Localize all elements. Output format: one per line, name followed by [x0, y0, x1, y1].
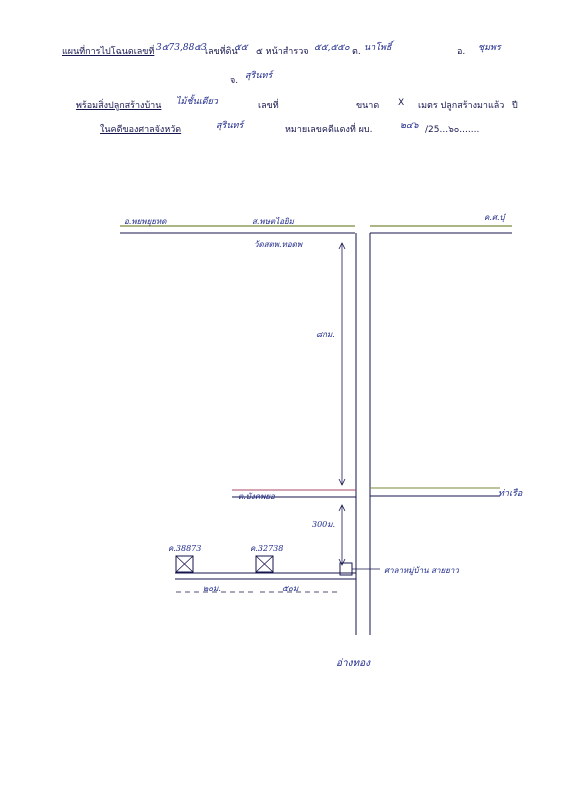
- case-number: ๒๔๖: [400, 121, 419, 131]
- road-bottom-label: อ่างทอง: [336, 658, 370, 669]
- land-number: ๕๕: [234, 43, 248, 53]
- district: ชุมพร: [478, 43, 501, 53]
- road-top-mid-label: ส.พษตไอยิม: [252, 217, 294, 226]
- landmark-label: ศาลาหมู่บ้าน สายยาว: [384, 566, 459, 575]
- court-province: สุรินทร์: [216, 121, 244, 131]
- road-lower-left-label: ต.บังคพยอ: [238, 492, 275, 501]
- district-label: อ.: [457, 47, 466, 57]
- house-prefix: พร้อมสิ่งปลูกสร้างบ้าน: [76, 101, 162, 111]
- dimension-b-label: ๕๐ม: [282, 584, 299, 593]
- land-label: เลขที่ดิน: [205, 47, 238, 57]
- meter-label: เมตร ปลูกสร้างมาแล้ว: [418, 101, 505, 111]
- year-label: ปี: [512, 101, 518, 111]
- subdistrict-label: ต.: [352, 47, 361, 57]
- size-x: X: [398, 98, 405, 108]
- plot-b-box: [255, 555, 274, 573]
- case-label: หมายเลขคดีแดงที่ ผบ.: [285, 125, 373, 135]
- deed-number: 3๕73,88๕3: [156, 43, 207, 53]
- plot-a-box: [175, 555, 194, 573]
- survey-number: ๕๕,๕๕๐: [314, 43, 350, 53]
- house-no-label: เลขที่: [258, 101, 279, 111]
- plot-a-label: ค.38873: [168, 544, 202, 553]
- province-label: จ.: [230, 76, 239, 86]
- case-year: /25...๖๐.......: [425, 125, 480, 135]
- plot-b-label: ค.32738: [250, 544, 284, 553]
- distance-short-label: 300ม.: [312, 520, 336, 529]
- distance-vertical-label: ๘กม.: [316, 330, 335, 339]
- page-label: ๕ หน้าสำรวจ: [256, 47, 309, 57]
- place-upper-label: ว้ดสตพ.ทอดพ: [254, 240, 303, 249]
- dimension-a-label: ๒๐ม.: [203, 584, 221, 593]
- court-prefix: ในคดีของศาลจังหวัด: [100, 125, 182, 135]
- header-prefix: แผนที่การไปโฉนดเลขที่: [62, 47, 155, 57]
- size-label: ขนาด: [356, 101, 380, 111]
- road-top-left-label: อ.พยพยุยหด: [124, 217, 167, 226]
- house-type: ไม้ชั้นเดียว: [176, 97, 218, 107]
- road-lower-right-label: ท่าเรือ: [498, 489, 523, 499]
- subdistrict: นาโพธิ์: [364, 43, 392, 53]
- province: สุรินทร์: [245, 71, 273, 81]
- road-top-right-label: ค.ศ.บุ๋: [484, 213, 505, 222]
